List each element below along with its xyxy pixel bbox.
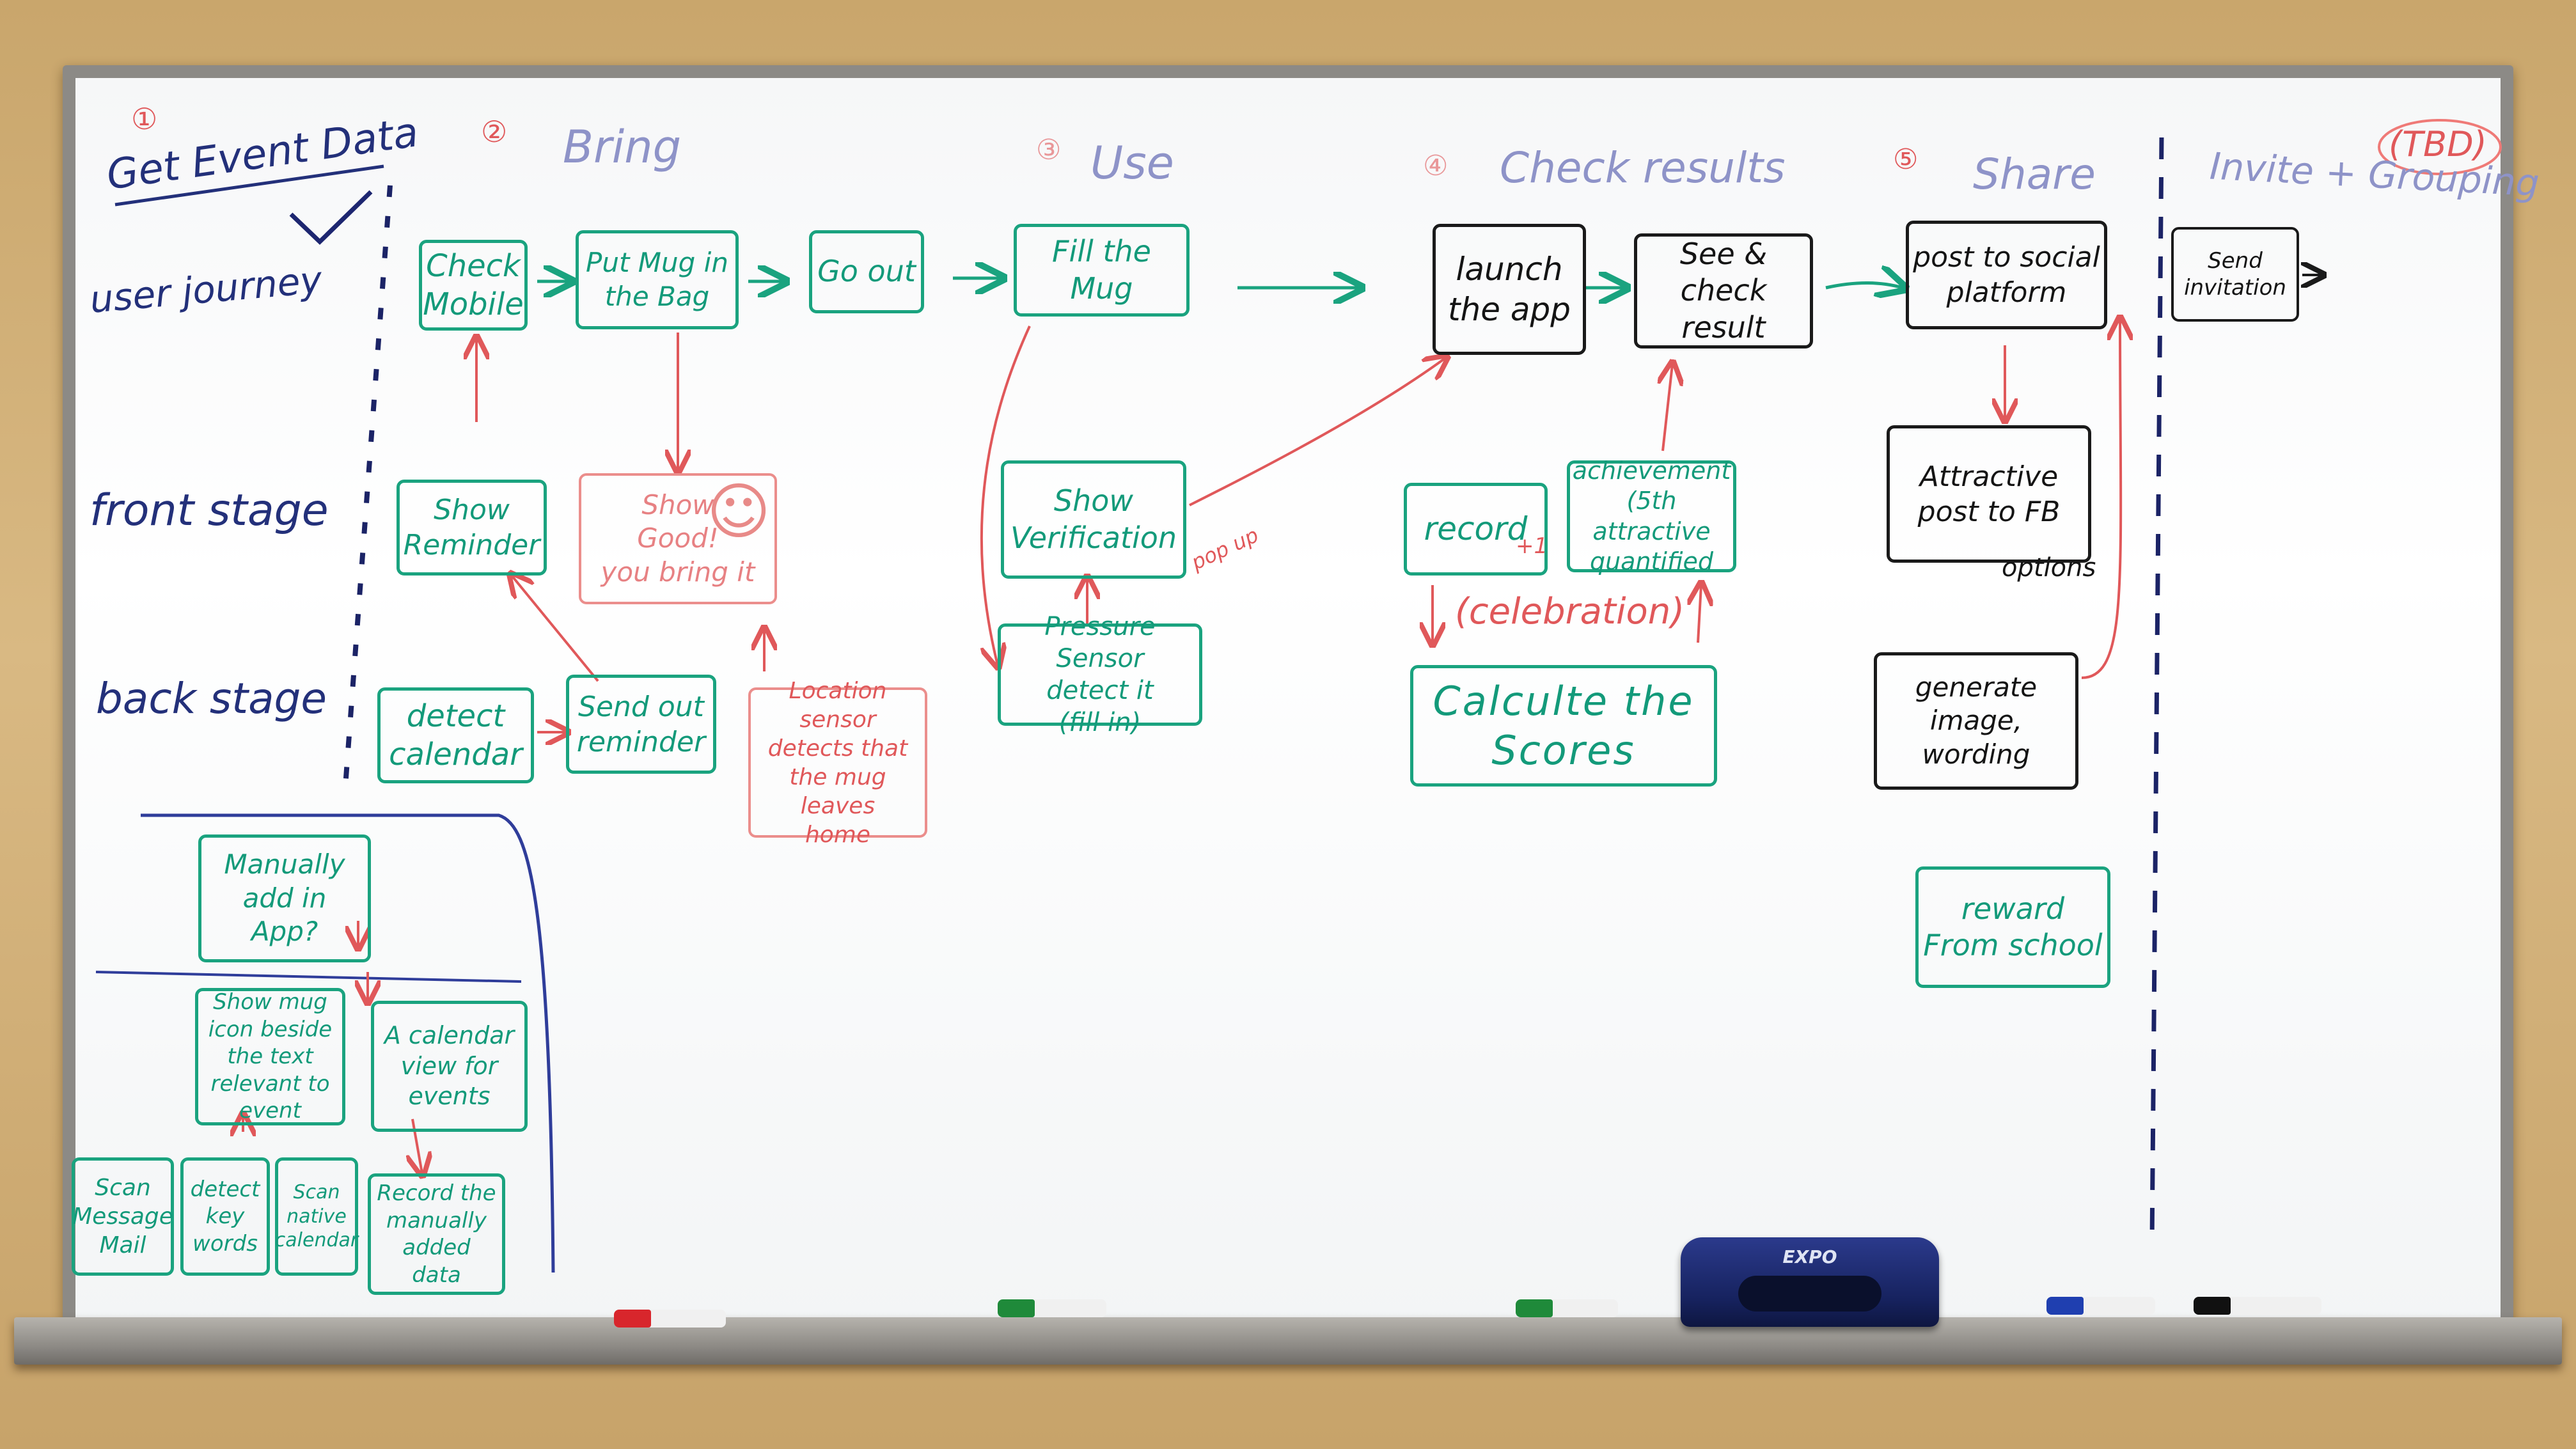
box-attractive-post: Attractive post to FB bbox=[1887, 425, 2091, 563]
marker-green-2[interactable] bbox=[1516, 1299, 1618, 1317]
col2-title: Bring bbox=[563, 121, 682, 173]
col3-title: Use bbox=[1090, 137, 1174, 189]
box-detect-calendar: detect calendar bbox=[377, 687, 534, 783]
box-location-sensor: Location sensor detects that the mug lea… bbox=[748, 678, 927, 848]
marker-blue[interactable] bbox=[2046, 1297, 2155, 1315]
eraser-grip bbox=[1738, 1276, 1881, 1312]
box-put-mug: Put Mug in the Bag bbox=[576, 230, 739, 329]
smiley-icon: ☺ bbox=[707, 476, 771, 547]
marker-green-1[interactable] bbox=[998, 1299, 1106, 1317]
box-calendar-view: A calendar view for events bbox=[371, 1001, 528, 1132]
col2-number: ② bbox=[481, 114, 508, 149]
eraser[interactable]: EXPO bbox=[1681, 1237, 1939, 1327]
row-front-stage: front stage bbox=[90, 485, 329, 536]
box-show-mug-icon: Show mug icon beside the text relevant t… bbox=[195, 988, 345, 1125]
box-send-out-reminder: Send out reminder bbox=[566, 675, 716, 774]
col3-number: ③ bbox=[1036, 134, 1062, 166]
plus-one-note: +1 bbox=[1516, 533, 1548, 559]
celebration-note: (celebration) bbox=[1455, 591, 1685, 632]
box-manually-add: Manually add in App? bbox=[198, 834, 371, 962]
col4-number: ④ bbox=[1423, 150, 1449, 182]
box-show-reminder: Show Reminder bbox=[397, 480, 547, 576]
box-reward: reward From school bbox=[1915, 866, 2110, 988]
box-record-manually: Record the manually added data bbox=[368, 1173, 505, 1295]
marker-black[interactable] bbox=[2194, 1297, 2321, 1315]
box-post-social: post to social platform bbox=[1906, 221, 2107, 329]
box-achievement: achievement (5th attractive quantified bbox=[1567, 457, 1736, 576]
col5-number: ⑤ bbox=[1893, 143, 1919, 176]
eraser-brand: EXPO bbox=[1782, 1246, 1837, 1267]
marker-red[interactable] bbox=[614, 1310, 726, 1328]
box-record: record bbox=[1404, 483, 1548, 576]
box-calculate-scores: Calculte the Scores bbox=[1410, 665, 1717, 787]
box-scan-message: Scan Message Mail bbox=[72, 1157, 174, 1276]
col1-number: ① bbox=[131, 102, 158, 136]
tbd-note: (TBD) bbox=[2389, 124, 2487, 164]
box-generate-image: generate image, wording bbox=[1874, 652, 2078, 790]
row-back-stage: back stage bbox=[96, 674, 327, 723]
col5-title: Share bbox=[1973, 150, 2096, 199]
box-show-good: Show Good! you bring it bbox=[579, 473, 777, 604]
box-check-mobile: Check Mobile bbox=[419, 240, 528, 331]
box-go-out: Go out bbox=[809, 230, 924, 313]
marker-tray bbox=[14, 1317, 2562, 1365]
box-pressure-sensor: Pressure Sensor detect it (fill in) bbox=[998, 612, 1202, 737]
options-note: options bbox=[2002, 553, 2096, 583]
box-send-invitation: Send invitation bbox=[2171, 227, 2299, 322]
box-see-check: See & check result bbox=[1634, 233, 1813, 349]
box-fill-mug: Fill the Mug bbox=[1014, 224, 1190, 317]
box-detect-key-words: detect key words bbox=[180, 1157, 270, 1276]
box-launch-app: launch the app bbox=[1433, 224, 1586, 355]
col4-title: Check results bbox=[1500, 143, 1786, 192]
box-scan-native: Scan native calendar bbox=[275, 1157, 358, 1276]
box-show-verification: Show Verification bbox=[1001, 460, 1186, 579]
